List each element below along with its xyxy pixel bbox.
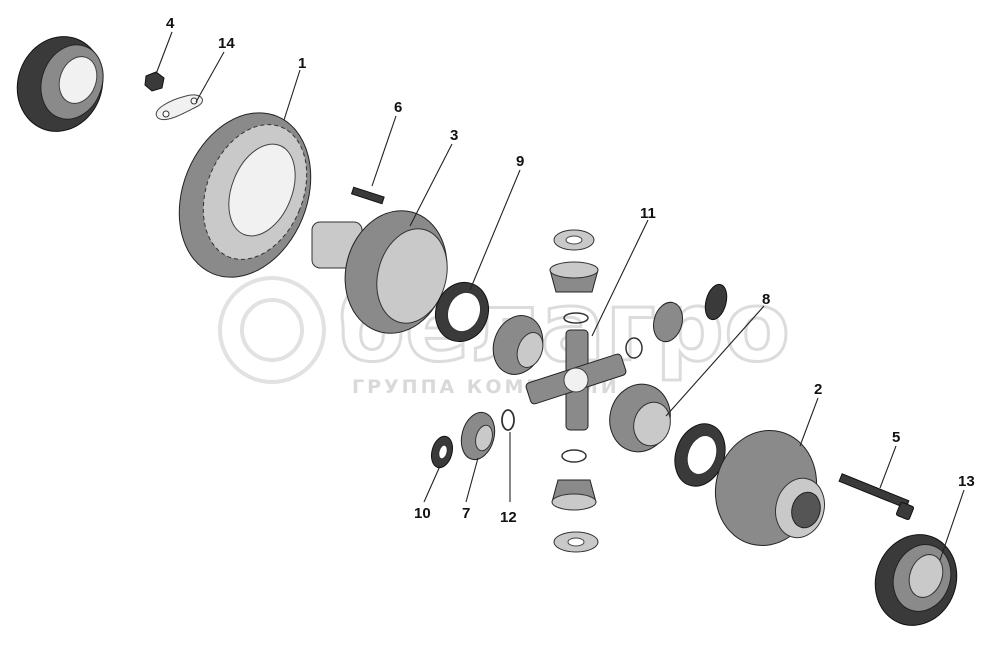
part-3-housing-half — [311, 210, 448, 334]
part-4-nut — [144, 71, 165, 92]
part-right-ring-small — [625, 337, 643, 359]
callout-12: 12 — [500, 509, 517, 526]
callout-2: 2 — [814, 381, 822, 398]
part-bottom-washer — [553, 531, 599, 553]
callout-10: 10 — [414, 505, 431, 522]
part-right-pinion — [653, 301, 683, 343]
callout-8: 8 — [762, 291, 770, 308]
watermark-logo-ring-inner — [240, 298, 304, 362]
callout-13: 13 — [958, 473, 975, 490]
part-bottom-pinion — [551, 479, 597, 511]
part-large-washer — [674, 423, 726, 487]
watermark-logo-ring — [218, 276, 326, 384]
callout-labels: 4 14 1 6 3 9 11 8 2 5 13 10 7 12 — [166, 15, 975, 526]
callout-7: 7 — [462, 505, 470, 522]
part-5-bolt — [838, 473, 915, 521]
part-right-washer — [704, 283, 728, 321]
part-8-side-gear — [609, 383, 671, 453]
part-9-washer — [435, 281, 489, 343]
part-2-housing-half — [714, 430, 825, 546]
callout-11: 11 — [640, 205, 656, 222]
callout-9: 9 — [516, 153, 524, 170]
part-bottom-ring-small — [561, 449, 587, 463]
part-left-side-gear — [492, 315, 544, 375]
part-13-bearing — [874, 534, 958, 626]
callout-3: 3 — [450, 127, 458, 144]
callout-14: 14 — [218, 35, 235, 52]
leader-lines — [155, 31, 965, 561]
part-cross-spider — [525, 329, 627, 431]
part-14-lock-plate — [155, 94, 203, 120]
part-7-pinion — [460, 411, 496, 461]
callout-1: 1 — [298, 55, 306, 72]
callout-5: 5 — [892, 429, 900, 446]
part-6-pin — [350, 186, 385, 205]
part-top-ring-small — [563, 312, 589, 324]
part-12-ring — [501, 409, 515, 431]
callout-6: 6 — [394, 99, 402, 116]
part-top-washer — [553, 229, 595, 251]
part-10-washer — [430, 435, 454, 469]
bearing-top-left — [16, 36, 104, 132]
part-1-ring-gear — [178, 112, 312, 278]
part-top-pinion — [549, 261, 599, 293]
callout-4: 4 — [166, 15, 175, 32]
